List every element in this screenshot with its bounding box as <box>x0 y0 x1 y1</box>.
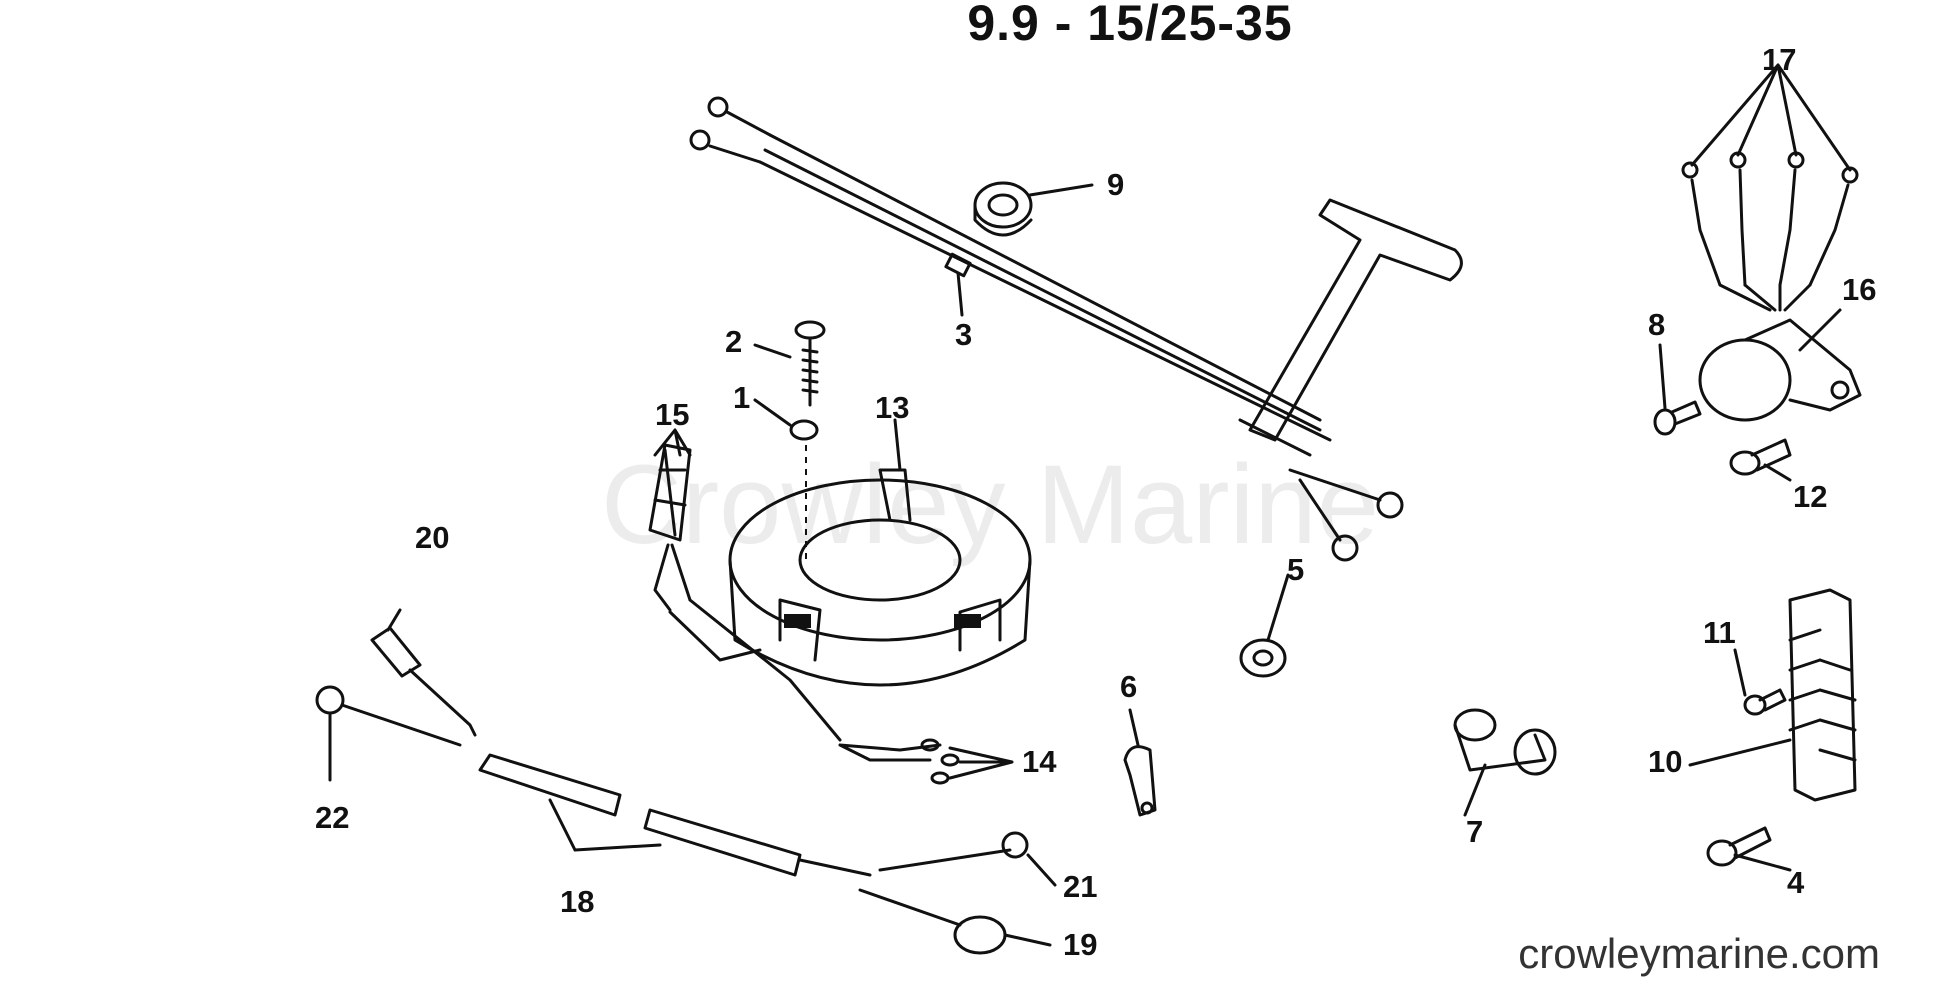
callout-4: 4 <box>1787 865 1805 900</box>
part-2-screw <box>794 320 826 407</box>
part-17-connectors <box>1681 151 1859 312</box>
callout-15: 15 <box>655 397 689 432</box>
callout-2: 2 <box>725 324 742 359</box>
part-5-grommet <box>1239 638 1287 678</box>
callout-3: 3 <box>955 317 972 352</box>
part-1-washer <box>789 419 819 560</box>
part-15-connectors <box>648 443 842 742</box>
callout-21: 21 <box>1063 869 1097 904</box>
part-11-screw <box>1743 688 1787 716</box>
part-9-grommet <box>973 181 1033 237</box>
callout-13: 13 <box>875 390 909 425</box>
callout-12: 12 <box>1793 479 1827 514</box>
callout-22: 22 <box>315 800 349 835</box>
callout-18: 18 <box>560 884 594 919</box>
callout-11: 11 <box>1703 615 1736 650</box>
callout-19: 19 <box>1063 927 1097 962</box>
part-6-clamp <box>1123 745 1157 817</box>
part-3-harness <box>689 96 1404 562</box>
part-16-relay <box>1698 318 1862 422</box>
website-url: crowleymarine.com <box>1518 930 1880 977</box>
leader-lines <box>328 63 1852 947</box>
part-8-screw <box>1653 400 1702 436</box>
callout-14: 14 <box>1022 744 1057 779</box>
part-18-leads <box>315 685 1029 955</box>
diagram-title: 9.9 - 15/25-35 <box>967 0 1293 51</box>
callout-1: 1 <box>733 380 750 415</box>
callout-17: 17 <box>1762 42 1796 77</box>
part-14-terminals <box>838 738 960 785</box>
callout-6: 6 <box>1120 669 1137 704</box>
part-12-screw <box>1729 438 1792 476</box>
callout-7: 7 <box>1466 814 1483 849</box>
bracket <box>1238 198 1463 457</box>
callout-10: 10 <box>1648 744 1682 779</box>
callout-labels: 1 2 3 4 5 6 7 8 9 10 11 12 13 14 15 16 1… <box>315 42 1876 962</box>
part-10-terminal-block <box>1788 588 1857 802</box>
callout-16: 16 <box>1842 272 1876 307</box>
part-4-screw <box>1706 826 1772 867</box>
callout-9: 9 <box>1107 167 1124 202</box>
callout-8: 8 <box>1648 307 1665 342</box>
part-7-fitting <box>1453 708 1557 776</box>
part-20-terminal <box>370 626 477 737</box>
part-13-stator <box>728 468 1032 687</box>
callout-20: 20 <box>415 520 449 555</box>
callout-5: 5 <box>1287 552 1304 587</box>
